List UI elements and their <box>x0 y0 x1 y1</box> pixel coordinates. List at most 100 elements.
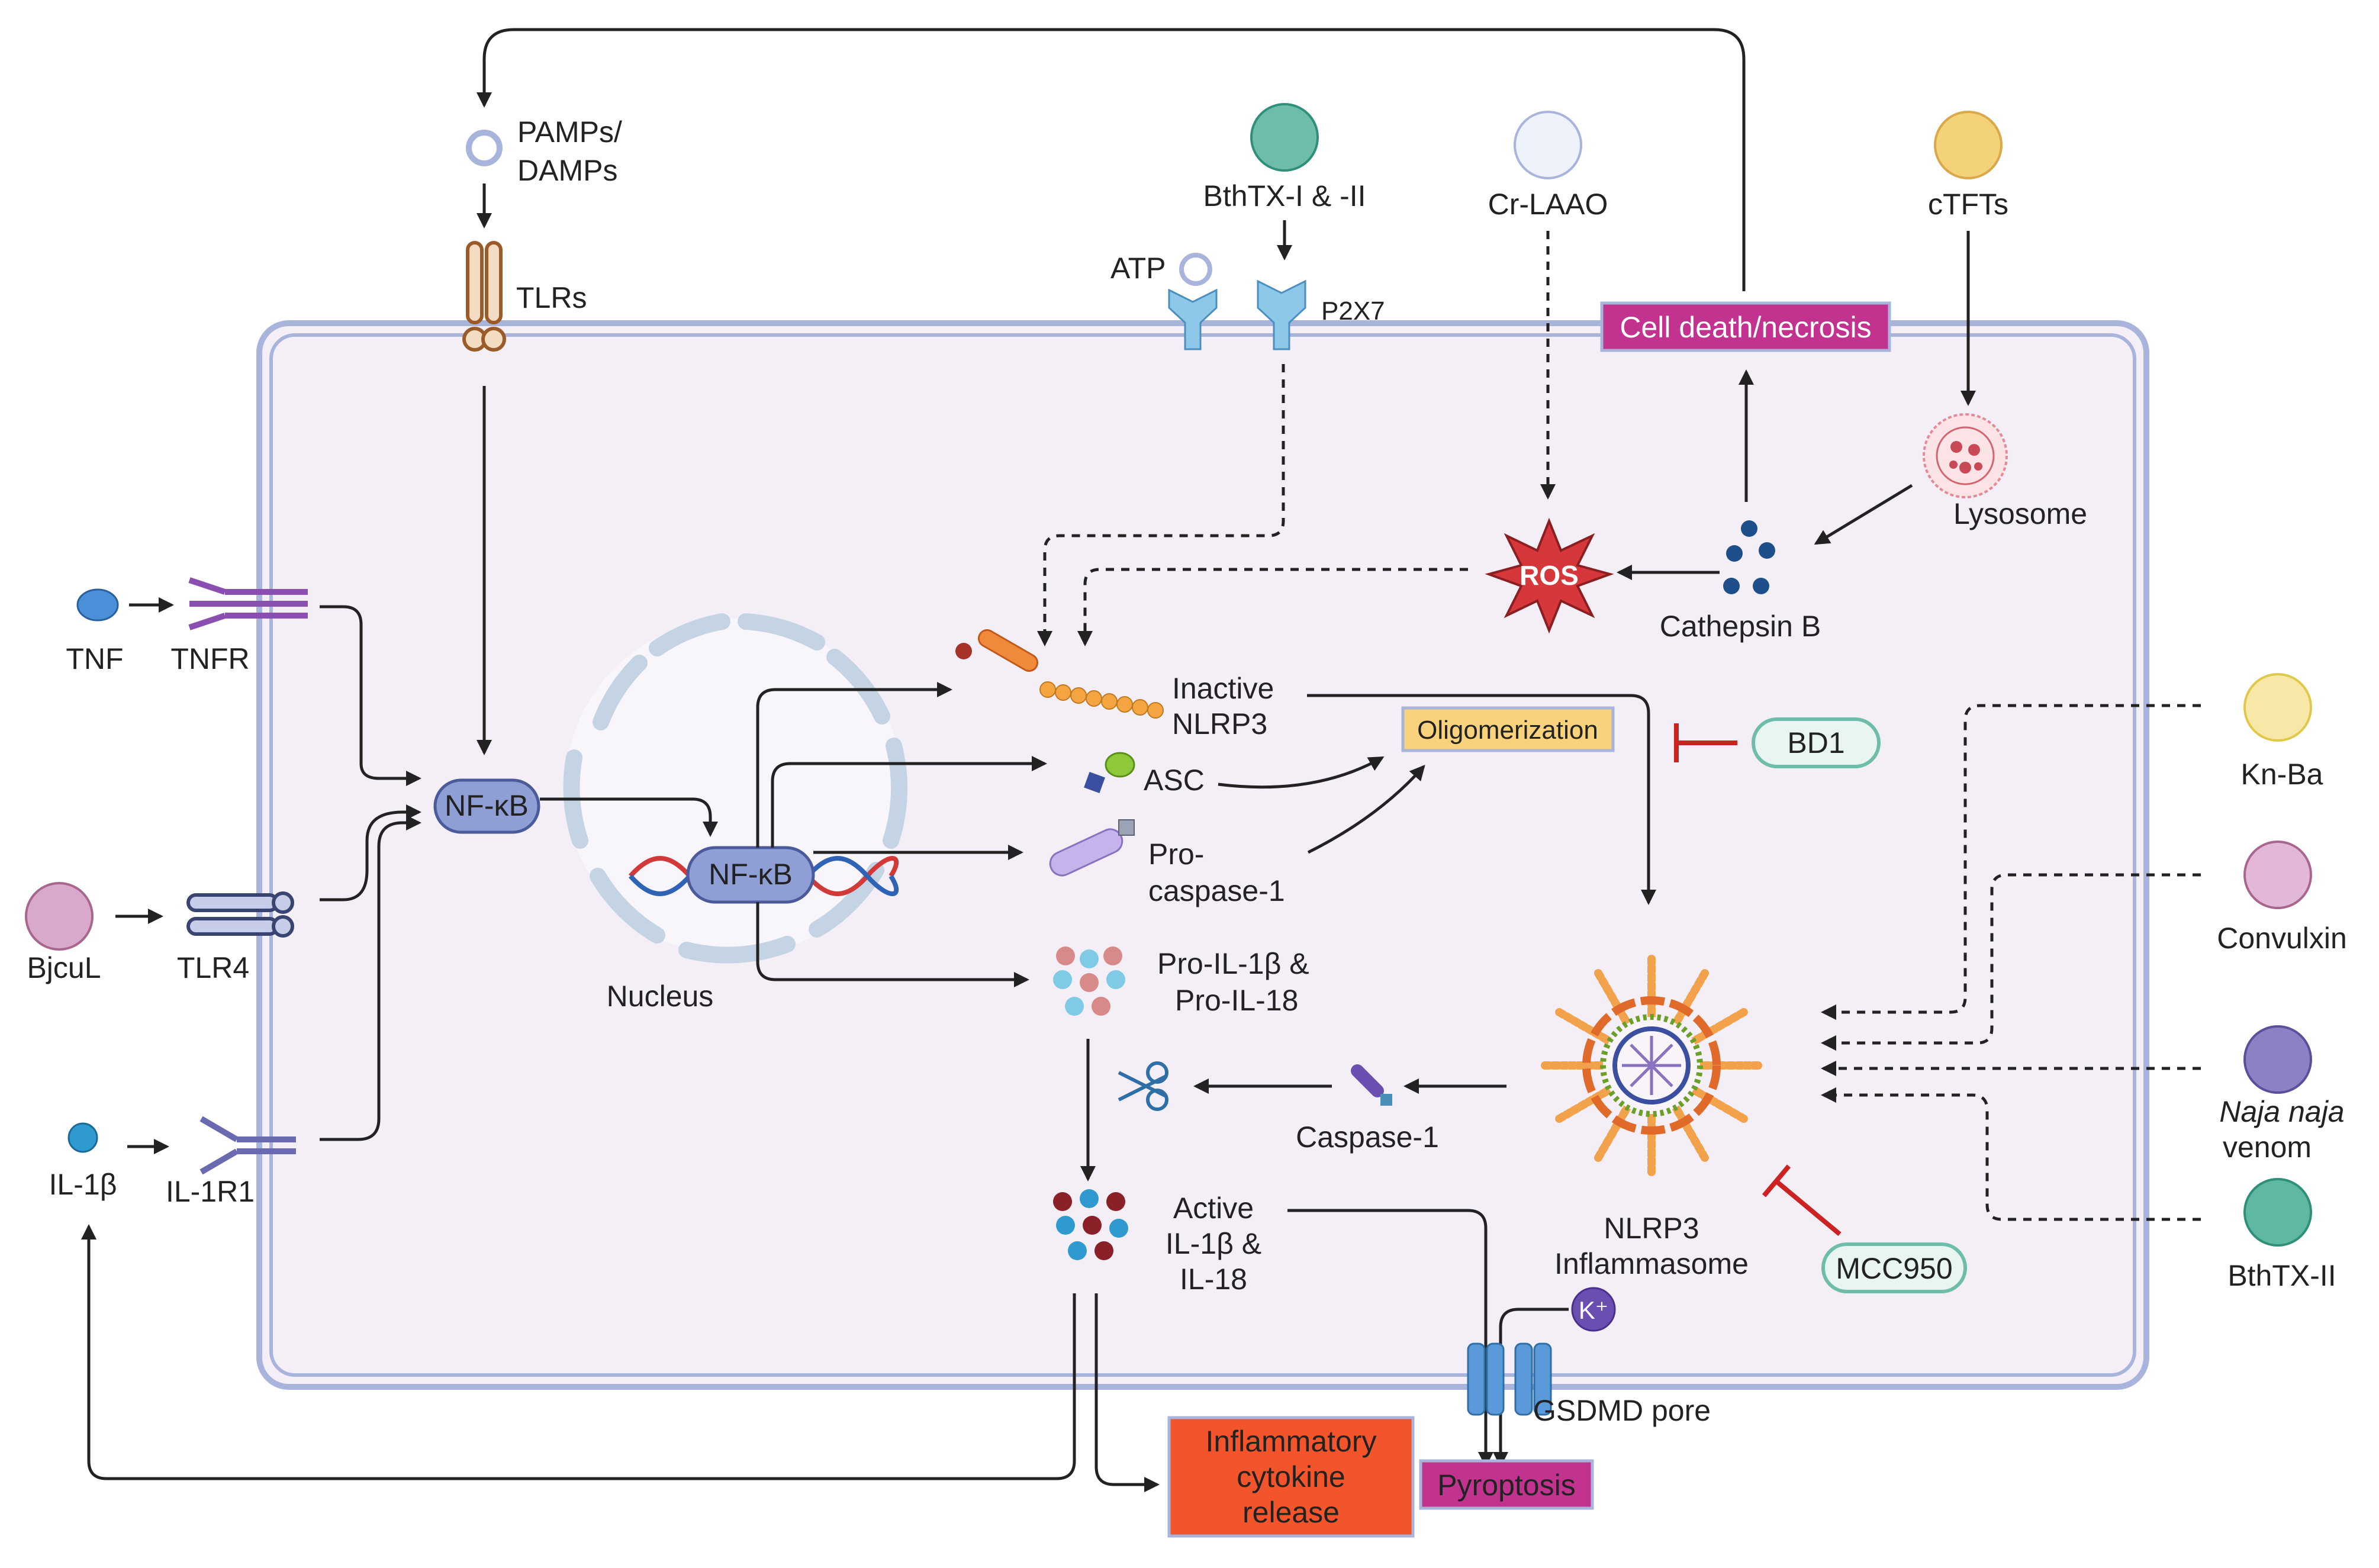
pamps-damps: PAMPs/ DAMPs <box>466 115 622 187</box>
tnfr-to-nfkb-arrow <box>320 605 421 786</box>
active-il-label-3: IL-18 <box>1180 1263 1247 1296</box>
pro-il-label-2: Pro-IL-18 <box>1175 984 1298 1017</box>
bthtx2-to-inflammasome-dashed <box>1821 1087 2201 1221</box>
bd1-label: BD1 <box>1787 726 1844 759</box>
nfkb-to-nlrp3-arrow <box>756 682 952 848</box>
inactive-nlrp3: Inactive NLRP3 <box>955 629 1274 740</box>
procasp-label-2: caspase-1 <box>1148 874 1285 907</box>
k-plus-ion: K⁺ <box>1571 1287 1616 1332</box>
bd1-inhibitor: BD1 <box>1674 717 1881 768</box>
il1b-icon <box>67 1122 98 1153</box>
active-il-label-1: Active <box>1173 1192 1254 1225</box>
p2x7-label: P2X7 <box>1321 297 1385 326</box>
cell-death-box: Cell death/necrosis <box>1600 301 1891 352</box>
kplus-label: K⁺ <box>1579 1296 1608 1324</box>
cell-membrane-outer <box>256 320 2149 1390</box>
inactive-nlrp3-label-2: NLRP3 <box>1172 707 1267 740</box>
oligomerization-box: Oligomerization <box>1401 706 1615 752</box>
il1b: IL-1β <box>49 1122 117 1201</box>
scissors-icon <box>1118 1061 1168 1111</box>
convulxin: Convulxin <box>2217 841 2347 955</box>
nfkb-to-nucleus-arrow <box>540 797 718 837</box>
pamps-icon <box>466 130 503 166</box>
knba-to-inflammasome-dashed <box>1821 704 2201 1020</box>
k-efflux-arrow <box>1493 1308 1569 1467</box>
active-il-cluster: Active IL-1β & IL-18 <box>1053 1189 1261 1296</box>
bthtx2-label: BthTX-II <box>2227 1259 2336 1292</box>
inflammasome-label-2: Inflammasome <box>1554 1247 1749 1280</box>
convulxin-icon <box>2243 841 2312 909</box>
nfkb-to-asc-arrow <box>771 756 1047 848</box>
bthtx12: BthTX-I & -II <box>1203 103 1366 212</box>
convulxin-label: Convulxin <box>2217 922 2347 955</box>
naja-naja: Naja naja venom <box>2219 1025 2345 1164</box>
ctfts: cTFTs <box>1928 111 2008 221</box>
cell-death-label: Cell death/necrosis <box>1620 311 1871 344</box>
il1r1-to-nfkb-arrow <box>320 815 421 1141</box>
il1b-label: IL-1β <box>49 1168 117 1201</box>
naja-label-2: venom <box>2223 1131 2312 1164</box>
active-il-to-pyroptosis-arrow <box>1287 1209 1493 1467</box>
bthtx2: BthTX-II <box>2227 1178 2336 1292</box>
asc: ASC <box>1084 752 1205 797</box>
bjcul: BjcuL <box>25 882 101 984</box>
active-il-to-release-arrow <box>1094 1293 1160 1492</box>
procasp-to-olig-arrow <box>1307 765 1425 854</box>
bthtx12-label: BthTX-I & -II <box>1203 179 1366 212</box>
inflammasome-label-1: NLRP3 <box>1604 1212 1699 1245</box>
kn-ba: Kn-Ba <box>2241 673 2323 791</box>
cr-laao-icon <box>1514 111 1582 179</box>
cr-laao-label: Cr-LAAO <box>1488 188 1608 221</box>
cr-laao: Cr-LAAO <box>1488 111 1608 221</box>
gsdmd-label: GSDMD pore <box>1533 1394 1711 1427</box>
bjcul-icon <box>25 882 94 951</box>
procasp-label-1: Pro- <box>1148 838 1204 871</box>
il1r1-label: IL-1R1 <box>166 1175 255 1208</box>
inflammatory-release-box: Inflammatory cytokine release <box>1167 1416 1415 1538</box>
necrosis-feedback-arrow <box>477 28 1746 291</box>
nlrp3-inflammasome: NLRP3 Inflammasome <box>1541 955 1762 1280</box>
release-label-3: release <box>1242 1496 1340 1529</box>
bjcul-label: BjcuL <box>27 951 101 984</box>
oligomerization-label: Oligomerization <box>1417 716 1598 745</box>
nucleus-label: Nucleus <box>607 980 714 1013</box>
tlr4-receptor <box>186 891 294 938</box>
ctfts-icon <box>1934 111 2003 179</box>
pyroptosis-box: Pyroptosis <box>1419 1459 1594 1510</box>
inactive-nlrp3-label-1: Inactive <box>1172 672 1274 705</box>
nfkb-nuclear-label: NF-κB <box>709 858 793 891</box>
release-label-2: cytokine <box>1237 1460 1345 1493</box>
lysosome-label: Lysosome <box>1953 497 2087 530</box>
cell-membrane-inner <box>269 333 2136 1377</box>
release-label-1: Inflammatory <box>1206 1425 1377 1458</box>
caspase1-label: Caspase-1 <box>1296 1121 1439 1154</box>
tlrs-receptor: TLRs <box>462 241 587 352</box>
tlr4-label: TLR4 <box>177 951 249 984</box>
pro-il-cluster: Pro-IL-1β & Pro-IL-18 <box>1053 946 1309 1017</box>
tlr4-to-nfkb-arrow <box>320 804 421 901</box>
nfkb-nuclear: NF-κB <box>686 846 815 904</box>
il1r1-receptor <box>199 1116 296 1175</box>
pro-il-label-1: Pro-IL-1β & <box>1157 947 1309 980</box>
caspase-1: Caspase-1 <box>1296 1064 1439 1154</box>
tnfr-label: TNFR <box>170 642 249 675</box>
pamps-label-2: DAMPs <box>517 154 617 187</box>
naja-label-1: Naja naja <box>2219 1095 2344 1128</box>
procaspase-1: Pro- caspase-1 <box>1049 819 1285 907</box>
il1b-autocrine-arrow <box>81 1224 1076 1480</box>
mcc950-label: MCC950 <box>1836 1252 1952 1285</box>
ros-label: ROS <box>1520 560 1579 591</box>
active-il-label-2: IL-1β & <box>1166 1227 1261 1260</box>
atp-icon <box>1179 253 1212 286</box>
asc-to-olig-arrow <box>1218 756 1385 789</box>
cathepsin-b <box>1723 520 1775 594</box>
tnfr-receptor <box>188 577 308 630</box>
tlrs-label: TLRs <box>516 281 587 314</box>
tnf: TNF <box>66 588 124 675</box>
nfkb-label: NF-κB <box>445 789 529 822</box>
naja-icon <box>2243 1025 2312 1094</box>
mcc950-inhibitor: MCC950 <box>1762 1164 1967 1293</box>
nfkb-to-proil-arrow <box>756 902 1029 987</box>
kn-ba-icon <box>2243 673 2312 742</box>
